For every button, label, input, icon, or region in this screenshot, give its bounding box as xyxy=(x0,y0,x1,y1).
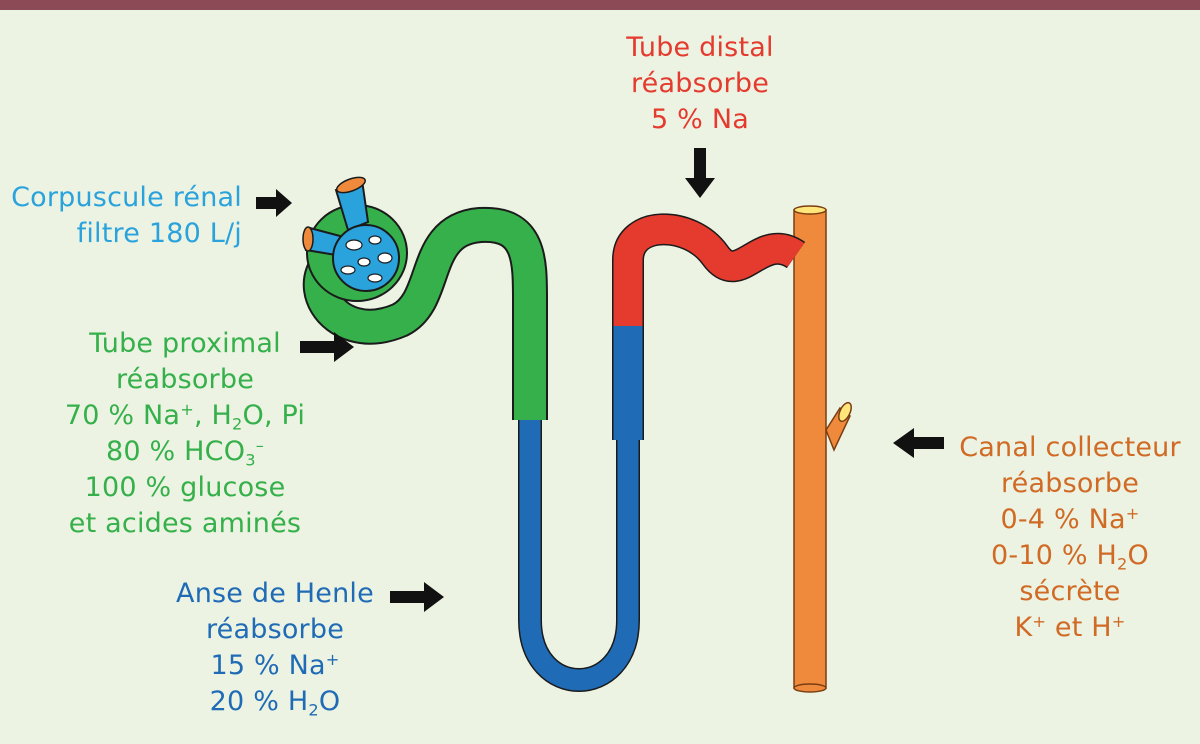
proximal-h2-sub: 2 xyxy=(232,414,243,434)
proximal-h-text: , H xyxy=(193,400,233,431)
proximal-na-h2o-pi: 70 % Na+, H2O, Pi xyxy=(50,398,320,434)
arrow-henle-icon xyxy=(390,582,444,612)
proximal-glucose: 100 % glucose xyxy=(84,472,286,503)
collecting-k-charge: + xyxy=(1032,612,1047,632)
proximal-na-text: 70 % Na xyxy=(64,400,181,431)
collecting-k-text: K xyxy=(1014,612,1033,643)
corpuscle-title: Corpuscule rénal xyxy=(11,182,242,213)
corpuscle-label: Corpuscule rénal filtre 180 L/j xyxy=(10,180,242,252)
distal-na: 5 % Na xyxy=(651,104,749,135)
collecting-h-ion-text: et H xyxy=(1046,612,1112,643)
arrow-distal-icon xyxy=(685,148,715,198)
henle-na-text: 15 % Na xyxy=(210,650,326,681)
henle-reabsorbs: réabsorbe xyxy=(205,614,345,645)
proximal-amino-acids: et acides aminés xyxy=(68,508,302,539)
collecting-na-text: 0-4 % Na xyxy=(1000,504,1126,535)
distal-reabsorbs: réabsorbe xyxy=(630,68,770,99)
collecting-reabsorbs: réabsorbe xyxy=(1000,468,1140,499)
collecting-duct xyxy=(793,205,852,693)
proximal-reabsorbs: réabsorbe xyxy=(115,364,255,395)
corpuscle-filtration: filtre 180 L/j xyxy=(76,218,242,249)
distal-tubule xyxy=(612,213,806,330)
collecting-title: Canal collecteur xyxy=(959,432,1181,463)
proximal-hco3-sub: 3 xyxy=(245,450,256,470)
collecting-label: Canal collecteur réabsorbe 0-4 % Na+ 0-1… xyxy=(950,430,1190,646)
collecting-h-text: 0-10 % H xyxy=(991,540,1118,571)
renal-corpuscle xyxy=(302,176,400,292)
henle-na: 15 % Na+ xyxy=(160,648,390,684)
arrow-corpuscle-icon xyxy=(256,189,292,217)
collecting-h2o: 0-10 % H2O xyxy=(950,538,1190,574)
henle-title: Anse de Henle xyxy=(176,578,374,609)
proximal-title: Tube proximal xyxy=(89,328,281,359)
collecting-na: 0-4 % Na+ xyxy=(950,502,1190,538)
proximal-hco-text: 80 % HCO xyxy=(106,436,246,467)
proximal-hco3-charge: – xyxy=(255,436,264,456)
arrow-proximal-icon xyxy=(300,332,354,362)
collecting-k-h: K+ et H+ xyxy=(950,610,1190,646)
collecting-na-charge: + xyxy=(1125,504,1140,524)
proximal-hco3: 80 % HCO3– xyxy=(50,434,320,470)
henle-na-charge: + xyxy=(325,650,340,670)
henle-o-text: O xyxy=(318,686,341,717)
collecting-h-charge: + xyxy=(1111,612,1126,632)
distal-label: Tube distal réabsorbe 5 % Na xyxy=(580,30,820,138)
top-bar xyxy=(0,0,1200,10)
collecting-secretes: sécrète xyxy=(1019,576,1121,607)
arrow-collecting-icon xyxy=(893,428,944,458)
henle-h-text: 20 % H xyxy=(209,686,309,717)
collecting-o-text: O xyxy=(1127,540,1149,571)
henle-h2o: 20 % H2O xyxy=(160,684,390,720)
proximal-label: Tube proximal réabsorbe 70 % Na+, H2O, P… xyxy=(50,326,320,542)
loop-of-henle xyxy=(518,326,644,692)
distal-title: Tube distal xyxy=(626,32,774,63)
proximal-o-pi-text: O, Pi xyxy=(242,400,306,431)
henle-h2-sub: 2 xyxy=(308,700,319,720)
henle-label: Anse de Henle réabsorbe 15 % Na+ 20 % H2… xyxy=(160,576,390,720)
proximal-na-charge: + xyxy=(180,400,194,420)
collecting-h2-sub: 2 xyxy=(1117,554,1128,574)
